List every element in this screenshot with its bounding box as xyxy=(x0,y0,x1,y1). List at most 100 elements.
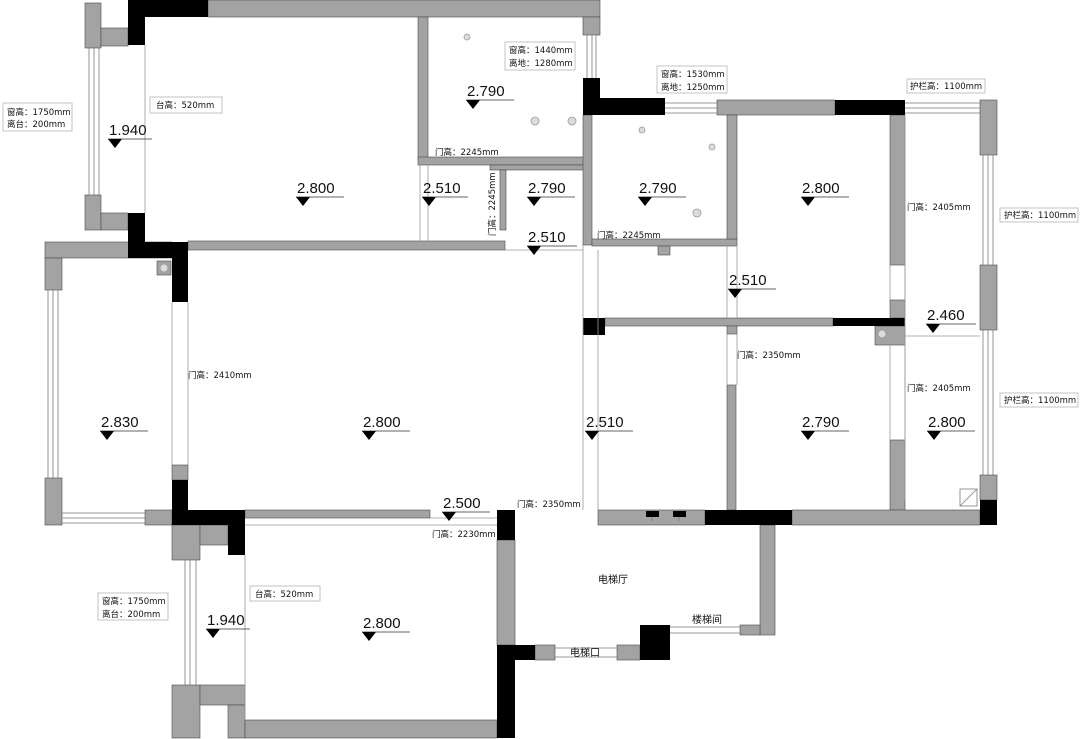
ceiling-light-icon xyxy=(692,208,702,218)
ceiling-height-value: 2.800 xyxy=(297,180,335,197)
door-height-label: 门高：2245mm xyxy=(597,230,661,241)
structural-column xyxy=(705,510,792,525)
fixture xyxy=(673,511,686,517)
ceiling-height-value: 1.940 xyxy=(109,122,147,139)
wall xyxy=(791,509,981,526)
structural-column xyxy=(497,645,515,738)
window-note: 窗高：1440mm 离地：1280mm xyxy=(504,41,576,71)
partition-line xyxy=(582,245,599,510)
ceiling-height-value: 2.800 xyxy=(928,414,966,431)
room-label-stairwell: 楼梯间 xyxy=(692,613,722,626)
wall xyxy=(889,439,906,511)
window-line xyxy=(905,102,980,114)
door-height-label: 门高：2405mm xyxy=(907,383,971,394)
wall xyxy=(171,524,201,561)
door-height-label: 门高：2410mm xyxy=(188,370,252,381)
ceiling-height-value: 2.460 xyxy=(927,307,965,324)
window-note-box xyxy=(504,41,576,71)
ceiling-height-mark: 2.800 xyxy=(362,615,410,641)
room-label-elevator-entrance: 电梯口 xyxy=(570,646,600,659)
wall xyxy=(499,169,507,231)
ceiling-height-value: 2.800 xyxy=(363,414,401,431)
stair-door-line xyxy=(670,626,740,634)
wall xyxy=(716,99,836,116)
door-line xyxy=(726,334,738,385)
ceiling-light-icon xyxy=(638,126,646,134)
ceiling-light-icon xyxy=(463,33,471,41)
window-line xyxy=(88,48,100,195)
ceiling-height-value: 2.790 xyxy=(528,180,566,197)
ceiling-height-mark: 2.790 xyxy=(801,414,849,440)
wall xyxy=(171,464,189,481)
fixtures xyxy=(156,33,978,521)
window-height-label: 窗高：1530mm xyxy=(661,69,725,80)
ceiling-height-mark: 2.800 xyxy=(362,414,410,440)
railing-notes: 护栏高：1100mm 护栏高：1100mm 护栏高：1100mm xyxy=(906,78,1079,408)
door-line xyxy=(171,302,189,465)
window-line xyxy=(982,155,994,265)
wall xyxy=(979,99,998,156)
wall xyxy=(199,524,229,546)
ceiling-light-icon xyxy=(708,143,716,151)
wall xyxy=(227,704,246,739)
wall xyxy=(44,257,63,291)
ceiling-height-mark: 2.790 xyxy=(466,83,514,109)
level-triangle-icon xyxy=(527,197,541,206)
ceiling-height-value: 2.500 xyxy=(443,495,481,512)
door-line xyxy=(889,345,906,440)
window-height-label: 窗高：1440mm xyxy=(509,45,573,56)
ceiling-height-value: 2.800 xyxy=(802,180,840,197)
ceiling-height-value: 2.790 xyxy=(639,180,677,197)
structural-column xyxy=(515,645,535,660)
window-line xyxy=(982,330,994,475)
window-sill-label: 离地：1250mm xyxy=(661,82,725,93)
window-line xyxy=(586,35,597,78)
window-height-label: 窗高：1750mm xyxy=(7,107,71,118)
window-lines xyxy=(47,35,994,685)
structural-column xyxy=(835,100,905,115)
wall xyxy=(979,264,998,331)
door-height-labels: 门高：2245mm 门高：2245mm 门高：2245mm 门高：2405mm … xyxy=(188,147,971,540)
railing-note-box xyxy=(906,78,986,94)
floor-drain-icon xyxy=(959,488,978,507)
ceiling-height-mark: 2.460 xyxy=(926,307,976,333)
level-triangle-icon xyxy=(927,431,941,440)
door-height-label: 门高：2245mm xyxy=(487,172,498,236)
platform-notes: 台高：520mm 台高：520mm xyxy=(149,96,321,602)
railing-height-label: 护栏高：1100mm xyxy=(1004,210,1076,221)
room-labels: 电梯厅 楼梯间 电梯口 xyxy=(570,573,722,659)
ceiling-height-value: 2.790 xyxy=(802,414,840,431)
level-triangle-icon xyxy=(442,512,456,521)
window-note-box xyxy=(97,592,169,621)
window-note: 窗高：1750mm 离台：200mm xyxy=(2,102,73,132)
structural-column xyxy=(980,500,997,525)
door-line xyxy=(430,517,497,526)
window-note-box xyxy=(2,102,73,132)
railing-height-label: 护栏高：1100mm xyxy=(910,81,982,92)
wall xyxy=(889,299,906,319)
window-note: 窗高：1750mm 离台：200mm xyxy=(97,592,169,621)
structural-columns xyxy=(128,0,997,738)
wall xyxy=(726,325,738,335)
level-triangle-icon xyxy=(296,197,310,206)
structural-column xyxy=(833,318,905,326)
structural-column xyxy=(128,17,145,45)
fixture xyxy=(651,517,680,521)
partition-line xyxy=(904,115,980,500)
door-height-label: 门高：2230mm xyxy=(432,529,496,540)
structural-column xyxy=(172,258,188,302)
door-line xyxy=(726,245,738,318)
wall xyxy=(171,684,201,739)
level-triangle-icon xyxy=(362,632,376,641)
floor-drain-icon xyxy=(959,488,978,507)
platform-note-box xyxy=(249,585,321,602)
wall xyxy=(100,27,129,47)
railing-note-box xyxy=(999,392,1079,408)
ceiling-height-mark: 1.940 xyxy=(108,122,152,148)
wall xyxy=(657,245,671,256)
window-sill-label: 离地：1280mm xyxy=(509,58,573,69)
wall xyxy=(144,509,173,526)
ceiling-height-mark: 1.940 xyxy=(206,612,250,638)
